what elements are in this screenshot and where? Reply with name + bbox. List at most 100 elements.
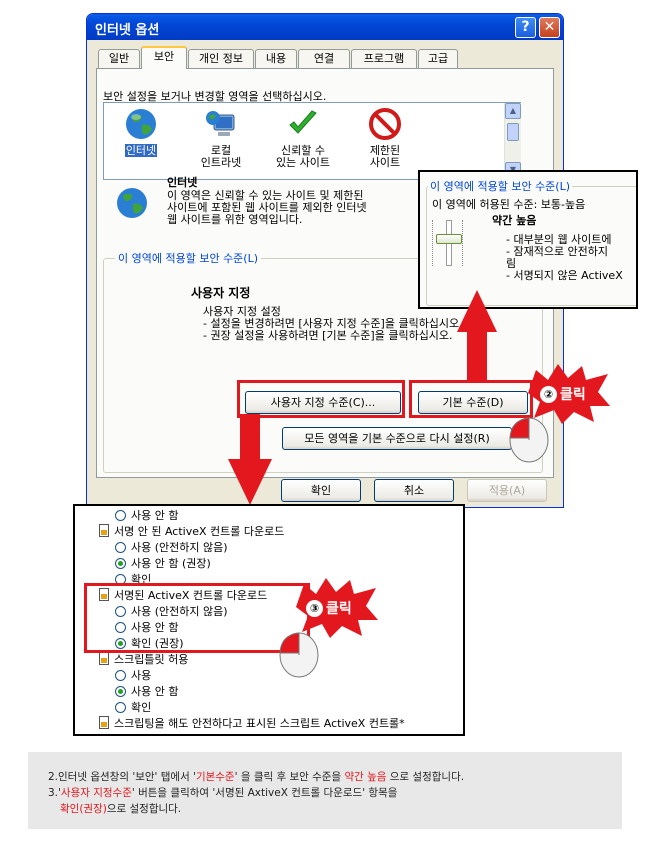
- custom-level-title: 사용자 지정: [191, 286, 251, 300]
- tab-advanced[interactable]: 고급: [418, 49, 458, 68]
- radio-button[interactable]: [115, 606, 126, 617]
- zone-restricted-sites[interactable]: 제한된 사이트: [350, 107, 420, 169]
- close-button[interactable]: ✕: [539, 17, 560, 38]
- radio-button[interactable]: [115, 622, 126, 633]
- zone-internet-label: 인터넷: [124, 144, 158, 157]
- option-label: 사용 안 함: [131, 621, 179, 634]
- mouse-icon: [279, 632, 319, 678]
- caption-line3: 확인(권장)으로 설정합니다.: [60, 801, 181, 816]
- zone-local-intranet-label1: 로컬: [210, 144, 232, 157]
- click-burst-icon: [528, 364, 610, 424]
- setting-row[interactable]: 확인: [115, 700, 151, 715]
- tab-security[interactable]: 보안: [141, 46, 187, 69]
- caption-line2: 3.'사용자 지정수준' 버튼을 클릭하여 '서명된 AxtiveX 컨트롤 다…: [48, 785, 397, 800]
- setting-row[interactable]: 사용 안 함 (권장): [115, 556, 211, 571]
- radio-button[interactable]: [115, 638, 126, 649]
- click-burst-icon: [296, 578, 378, 638]
- popup1-legend: 이 영역에 적용할 보안 수준(L): [428, 178, 573, 194]
- radio-button[interactable]: [115, 670, 126, 681]
- internet-options-window: 인터넷 옵션 ? ✕ 일반 보안 개인 정보 내용 연결 프로그램 고급 보안 …: [86, 13, 564, 508]
- zone-description: 이 영역은 신뢰할 수 있는 사이트 및 제한된 사이트에 포함된 웹 사이트를…: [167, 190, 367, 226]
- slider-ticks: [432, 220, 436, 266]
- setting-header-label: 스크립팅을 해도 안전하다고 표시된 스크립트 ActiveX 컨트롤*: [114, 717, 405, 730]
- option-label: 확인: [131, 573, 152, 586]
- arrow-down-shaft: [240, 414, 260, 460]
- setting-row[interactable]: 사용 안 함: [115, 684, 178, 699]
- setting-page-icon: [99, 588, 109, 601]
- reset-all-zones-button[interactable]: 모든 영역을 기본 수준으로 다시 설정(R): [282, 427, 512, 450]
- restricted-icon: [369, 108, 401, 140]
- tab-content[interactable]: 내용: [255, 49, 297, 68]
- radio-button[interactable]: [115, 558, 126, 569]
- step2-number: ②: [540, 386, 557, 403]
- radio-button[interactable]: [115, 510, 126, 521]
- zone-desc-line3: 웹 사이트를 위한 영역입니다.: [167, 213, 303, 226]
- radio-button[interactable]: [115, 702, 126, 713]
- default-level-result-popup: 이 영역에 적용할 보안 수준(L) 이 영역에 허용된 수준: 보통-높음 약…: [418, 170, 638, 309]
- custom-level-settings-popup: 사용 안 함 서명 안 된 ActiveX 컨트롤 다운로드 사용 (안전하지 …: [73, 504, 465, 736]
- globe-icon: [117, 188, 147, 218]
- caption-text: 으로 설정합니다.: [386, 771, 465, 783]
- checkmark-icon: [289, 110, 317, 134]
- zone-list[interactable]: 인터넷 로컬 인트라넷 신뢰할 수 있는 사이트 제: [103, 102, 521, 180]
- option-label: 사용: [131, 733, 151, 734]
- setting-row[interactable]: 확인 (권장): [115, 636, 184, 651]
- window-title: 인터넷 옵션: [95, 23, 160, 38]
- security-level-legend: 이 영역에 적용할 보안 수준(L): [115, 250, 262, 266]
- option-label: 사용: [131, 669, 152, 682]
- zone-desc-line1: 이 영역은 신뢰할 수 있는 사이트 및 제한된: [167, 189, 364, 202]
- security-slider-thumb[interactable]: [436, 234, 462, 244]
- zone-trusted-sites[interactable]: 신뢰할 수 있는 사이트: [268, 107, 338, 169]
- caption-text: 3.': [48, 787, 61, 799]
- zone-list-scrollbar[interactable]: ▲ ▼: [504, 103, 521, 179]
- setting-header: 서명 안 된 ActiveX 컨트롤 다운로드: [99, 524, 284, 539]
- caption-text: ' 을 클릭 후 보안 수준을: [234, 771, 345, 783]
- option-label: 사용 안 함: [131, 509, 179, 522]
- popup1-item: - 서명되지 않은 ActiveX: [506, 269, 623, 282]
- tab-privacy[interactable]: 개인 정보: [188, 49, 254, 68]
- help-button[interactable]: ?: [515, 17, 536, 38]
- setting-row[interactable]: 사용 (안전하지 않음): [115, 540, 228, 555]
- ok-button[interactable]: 확인: [281, 479, 361, 502]
- caption-text: 으로 설정합니다.: [106, 803, 182, 815]
- custom-desc-line2: - 설정을 변경하려면 [사용자 지정 수준]을 클릭하십시오.: [203, 317, 463, 330]
- setting-header-label: 서명된 ActiveX 컨트롤 다운로드: [114, 589, 268, 602]
- tab-connections[interactable]: 연결: [298, 49, 350, 68]
- cancel-button[interactable]: 취소: [374, 479, 454, 502]
- setting-row[interactable]: 사용: [115, 732, 151, 736]
- option-label: 사용 (안전하지 않음): [131, 541, 228, 554]
- custom-desc-line1: 사용자 지정 설정: [203, 305, 281, 318]
- apply-button[interactable]: 적용(A): [467, 479, 547, 502]
- tab-general[interactable]: 일반: [98, 49, 140, 68]
- caption-text: 2.인터넷 옵션창의 '보안' 탭에서 ': [48, 771, 196, 783]
- instruction-caption: 2.인터넷 옵션창의 '보안' 탭에서 '기본수준' 을 클릭 후 보안 수준을…: [28, 752, 622, 829]
- radio-button[interactable]: [115, 686, 126, 697]
- globe-icon: [126, 109, 156, 139]
- option-label: 확인 (권장): [131, 637, 184, 650]
- custom-level-button[interactable]: 사용자 지정 수준(C)...: [245, 391, 401, 414]
- zone-internet[interactable]: 인터넷: [106, 107, 176, 157]
- radio-button[interactable]: [115, 734, 126, 736]
- title-bar[interactable]: 인터넷 옵션 ? ✕: [87, 14, 563, 40]
- popup1-item: - 대부분의 웹 사이트에: [506, 233, 612, 246]
- scroll-up-button[interactable]: ▲: [505, 103, 521, 119]
- setting-row[interactable]: 사용 안 함: [115, 508, 178, 523]
- popup1-allowed-level: 이 영역에 허용된 수준: 보통-높음: [432, 198, 586, 211]
- mouse-icon: [509, 417, 549, 463]
- popup1-item: 림: [506, 257, 517, 270]
- step3-number: ③: [306, 600, 323, 617]
- default-level-button[interactable]: 기본 수준(D): [418, 391, 528, 414]
- zone-restricted-label1: 제한된: [369, 144, 401, 157]
- option-label: 사용 안 함: [131, 685, 179, 698]
- computer-globe-icon: [206, 111, 235, 136]
- setting-row[interactable]: 사용 안 함: [115, 620, 178, 635]
- setting-page-icon: [99, 524, 109, 537]
- tab-programs[interactable]: 프로그램: [351, 49, 417, 68]
- setting-row[interactable]: 사용 (안전하지 않음): [115, 604, 228, 619]
- zone-local-intranet[interactable]: 로컬 인트라넷: [186, 107, 256, 169]
- radio-button[interactable]: [115, 542, 126, 553]
- setting-row[interactable]: 사용: [115, 668, 151, 683]
- step2-text: 클릭: [560, 387, 586, 403]
- scroll-thumb[interactable]: [507, 123, 519, 141]
